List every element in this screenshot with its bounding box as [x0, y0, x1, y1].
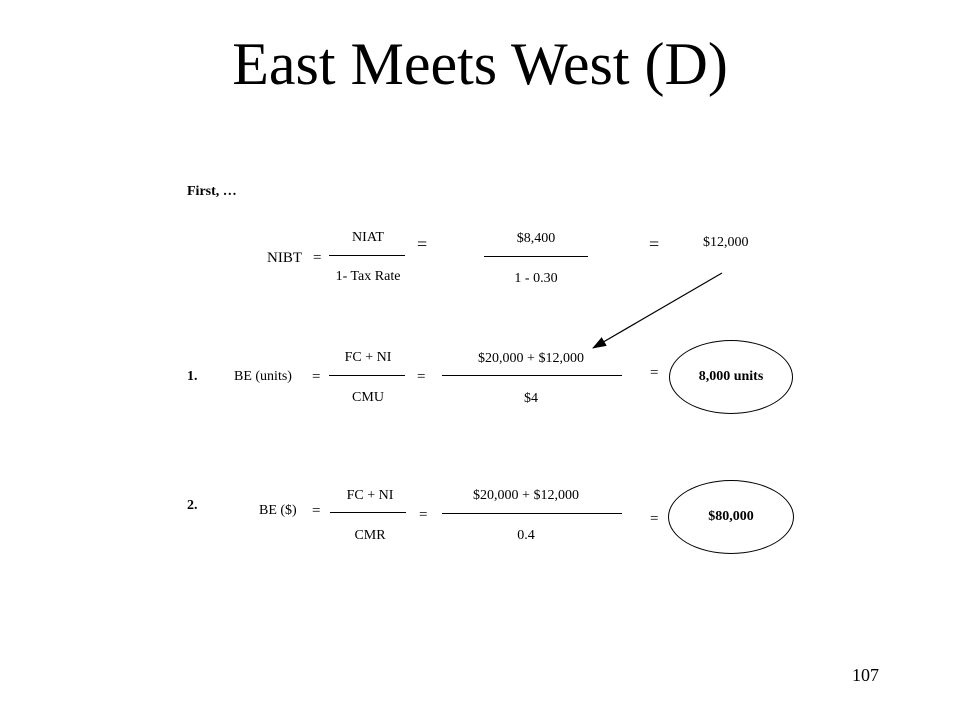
step-1-result: 8,000 units [698, 369, 764, 384]
step-1-value-numerator: $20,000 + $12,000 [478, 351, 584, 366]
fraction-bar [329, 375, 405, 376]
niat-numerator: NIAT [352, 230, 384, 245]
nibt-equals: = [313, 250, 322, 266]
be-units-label: BE (units) [234, 369, 292, 384]
fraction-bar [442, 513, 622, 514]
equals-sign: = [649, 234, 660, 254]
step-2-number: 2. [187, 498, 198, 513]
nibt-label: NIBT [267, 250, 302, 266]
step-1-formula-denominator: CMU [352, 390, 384, 405]
intro-label: First, … [187, 184, 237, 199]
equals-sign: = [417, 234, 428, 254]
step-1-formula-numerator: FC + NI [344, 350, 392, 365]
equals-sign: = [312, 369, 321, 385]
be-dollars-label: BE ($) [259, 503, 297, 518]
tax-rate-denominator: 1- Tax Rate [335, 269, 401, 284]
step-2-formula-numerator: FC + NI [346, 488, 394, 503]
niat-value-numerator: $8,400 [516, 231, 556, 246]
fraction-bar [329, 255, 405, 256]
equals-sign: = [417, 369, 426, 385]
page-number: 107 [852, 665, 879, 685]
equals-sign: = [419, 507, 428, 523]
step-2-value-numerator: $20,000 + $12,000 [473, 488, 579, 503]
tax-rate-value-denominator: 1 - 0.30 [514, 271, 558, 286]
step-2-formula-denominator: CMR [354, 528, 386, 543]
step-1-value-denominator: $4 [524, 391, 538, 406]
arrow-line [592, 272, 723, 349]
equals-sign: = [650, 365, 659, 381]
slide-title: East Meets West (D) [232, 31, 728, 97]
step-2-result: $80,000 [708, 509, 754, 524]
step-1-number: 1. [187, 369, 198, 384]
fraction-bar [484, 256, 588, 257]
step-2-result-oval: $80,000 [668, 480, 794, 554]
equals-sign: = [312, 503, 321, 519]
step-1-result-oval: 8,000 units [669, 340, 793, 414]
fraction-bar [330, 512, 406, 513]
fraction-bar [442, 375, 622, 376]
nibt-result: $12,000 [703, 235, 749, 250]
step-2-value-denominator: 0.4 [517, 528, 535, 543]
equals-sign: = [650, 511, 659, 527]
